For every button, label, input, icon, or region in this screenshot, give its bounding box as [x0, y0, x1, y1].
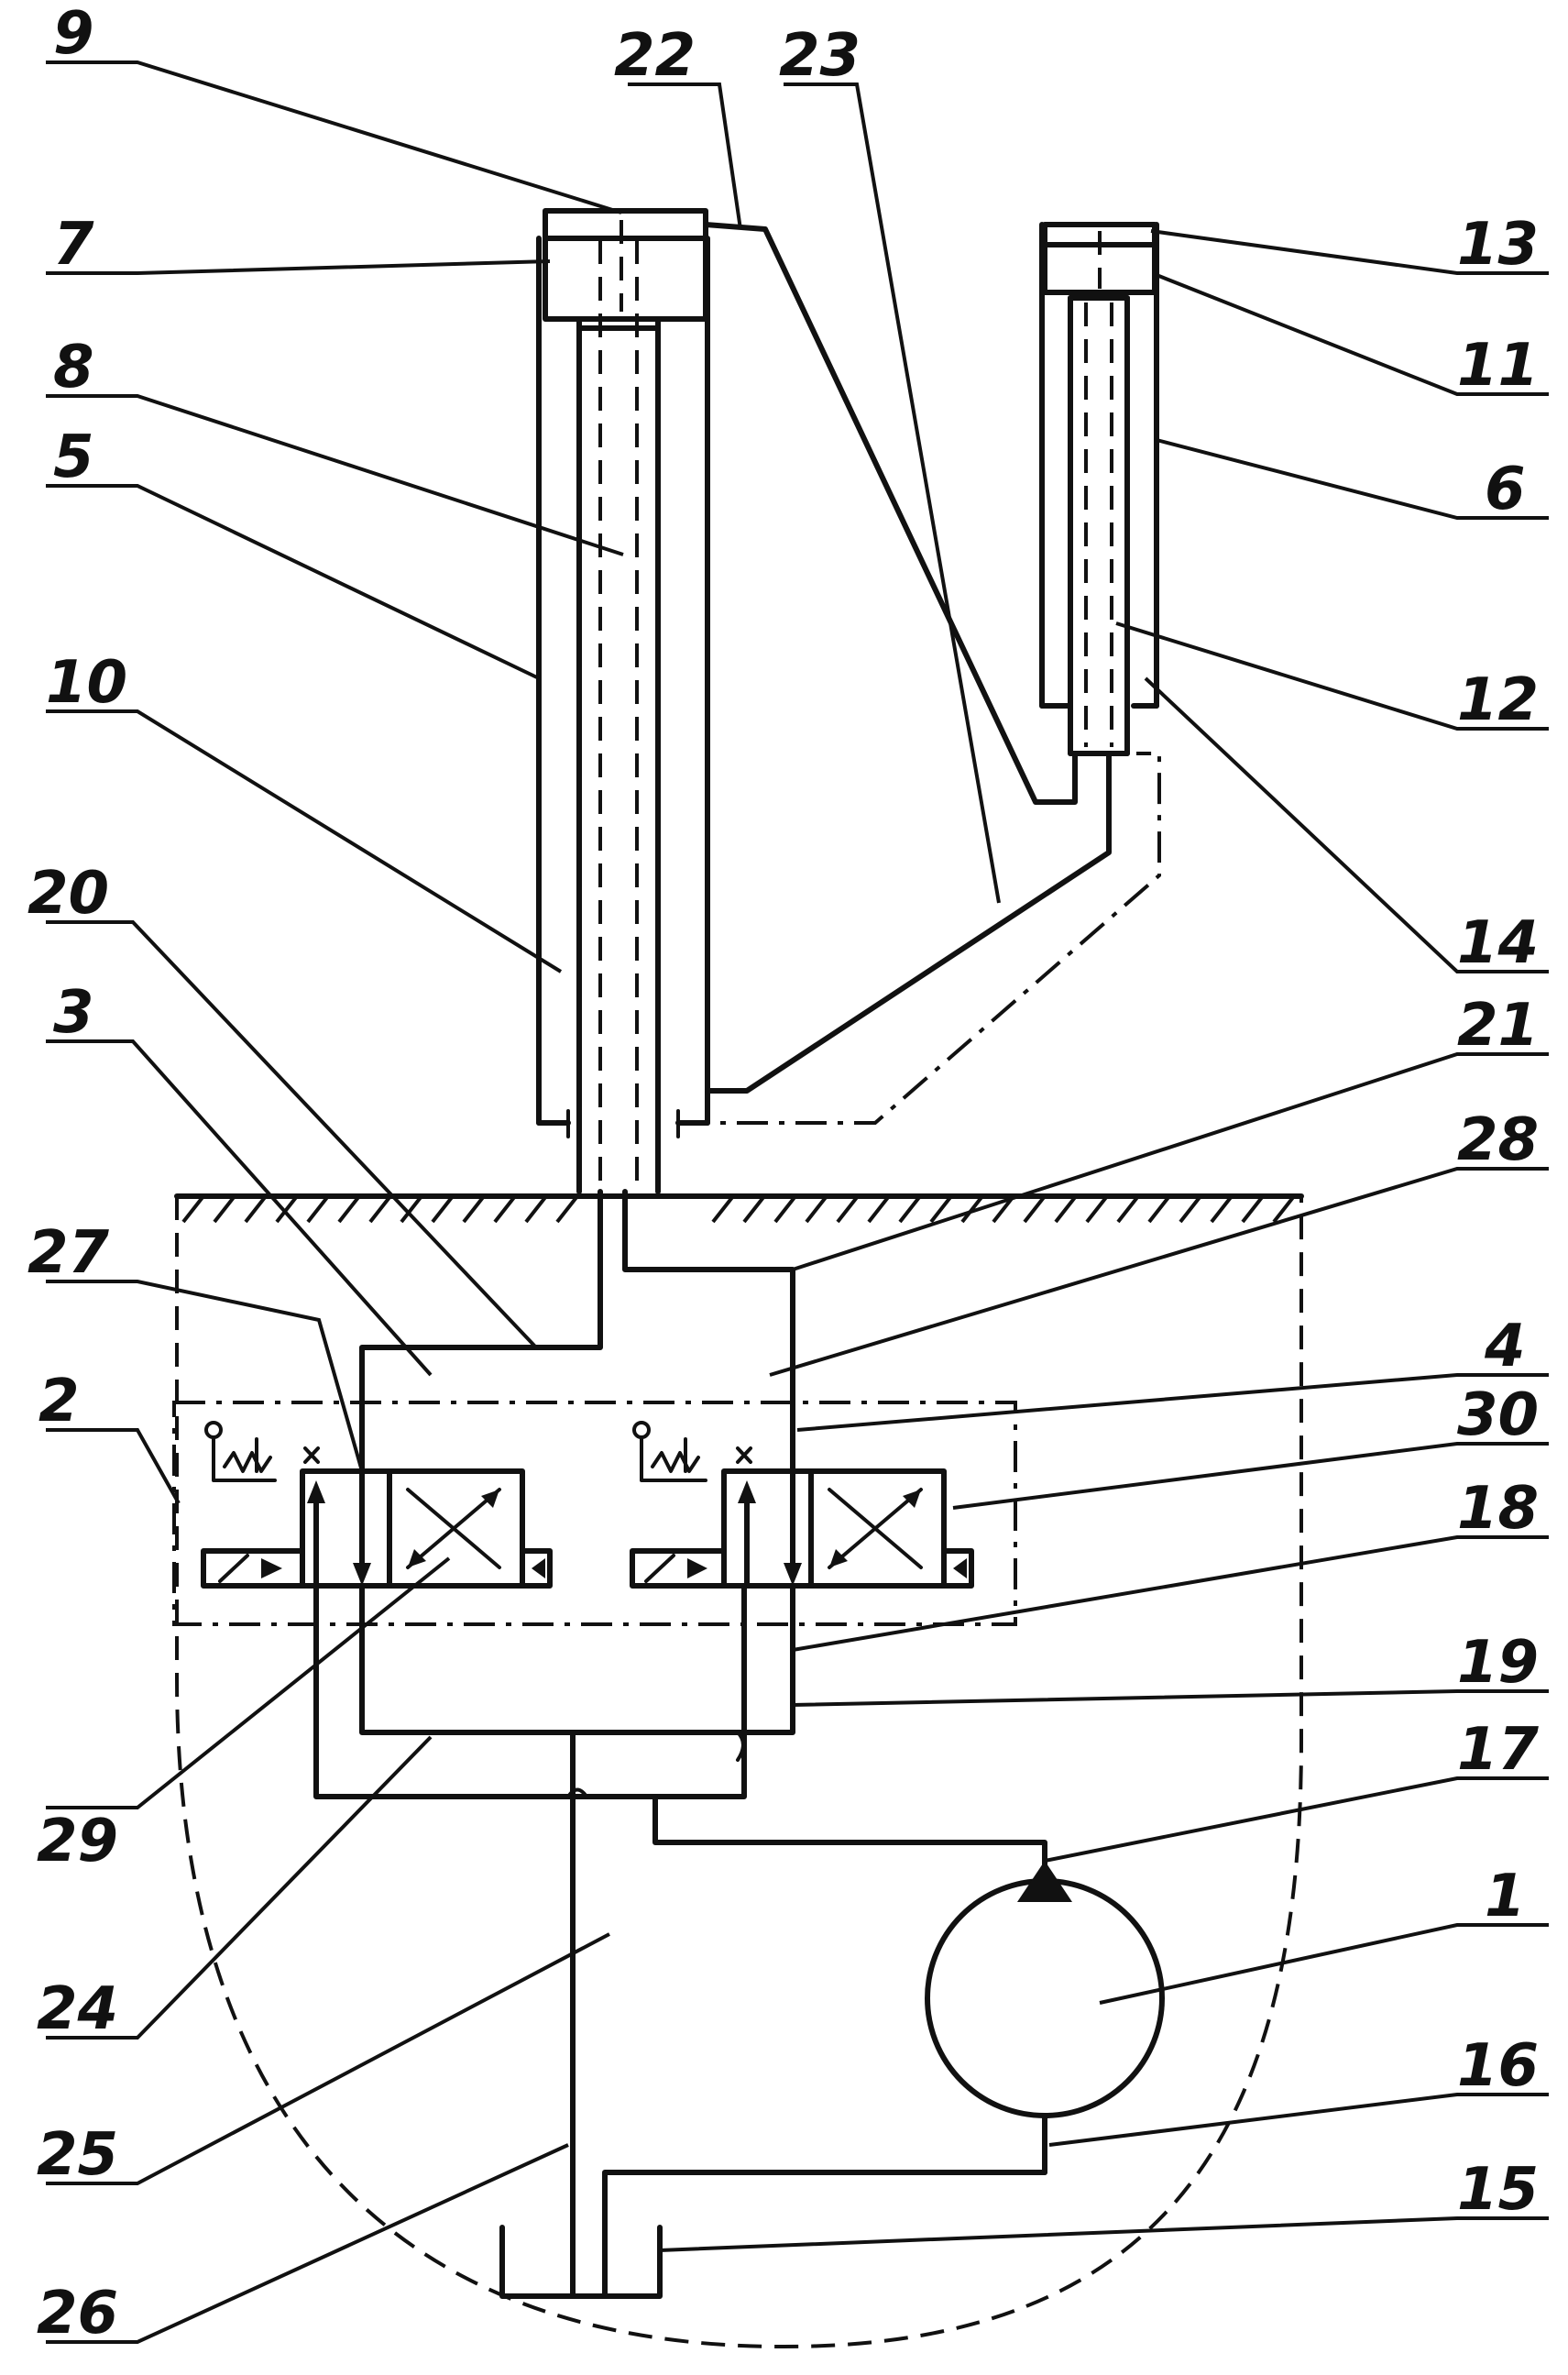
hatch-stroke [246, 1196, 266, 1222]
hatch-stroke [1118, 1196, 1138, 1222]
callout-11: 11 [1457, 332, 1539, 400]
callout-8: 8 [53, 334, 94, 401]
callout-18: 18 [1457, 1475, 1539, 1543]
hatch-stroke [1056, 1196, 1076, 1222]
callout-5: 5 [53, 423, 94, 491]
callout-22: 22 [614, 22, 696, 90]
callout-1: 1 [1485, 1863, 1526, 1930]
hatch-stroke [277, 1196, 297, 1222]
piping [316, 1192, 1162, 2296]
hatch-stroke [744, 1196, 764, 1222]
callout-labels: 9 7 8 5 10 20 3 27 2 29 24 25 26 22 23 1… [27, 0, 1540, 2348]
callout-9: 9 [53, 0, 94, 68]
hatch-stroke [526, 1196, 546, 1222]
hatch-stroke [183, 1196, 203, 1222]
callout-23: 23 [779, 22, 861, 90]
hatch-stroke [1243, 1196, 1263, 1222]
valve-right [632, 1423, 971, 1586]
hatch-stroke [1025, 1196, 1045, 1222]
callout-24: 24 [37, 1975, 118, 2043]
hatch-stroke [370, 1196, 390, 1222]
hatch-stroke [713, 1196, 733, 1222]
hatch-stroke [1180, 1196, 1201, 1222]
callout-27: 27 [27, 1219, 110, 1287]
auxiliary-cylinder [1042, 225, 1157, 753]
callout-29: 29 [37, 1808, 118, 1875]
callout-30: 30 [1457, 1381, 1539, 1449]
callout-6: 6 [1485, 456, 1526, 523]
hatch-stroke [308, 1196, 328, 1222]
callout-7: 7 [53, 211, 94, 279]
callout-21: 21 [1457, 992, 1539, 1060]
callout-17: 17 [1457, 1716, 1540, 1784]
callout-20: 20 [27, 860, 109, 928]
callout-2: 2 [38, 1368, 80, 1435]
callout-16: 16 [1457, 2032, 1539, 2100]
hatch-stroke [900, 1196, 920, 1222]
callout-3: 3 [53, 979, 94, 1047]
hatch-stroke [214, 1196, 235, 1222]
callout-10: 10 [46, 649, 127, 717]
ground-hatching [183, 1196, 1294, 1222]
hatch-stroke [433, 1196, 453, 1222]
callout-12: 12 [1457, 666, 1539, 734]
callout-19: 19 [1457, 1629, 1539, 1697]
hatch-stroke [775, 1196, 795, 1222]
hatch-stroke [869, 1196, 889, 1222]
hatch-stroke [806, 1196, 827, 1222]
hatch-stroke [557, 1196, 577, 1222]
hatch-stroke [838, 1196, 858, 1222]
callout-14: 14 [1457, 909, 1539, 977]
hatch-stroke [1149, 1196, 1169, 1222]
hatch-stroke [495, 1196, 515, 1222]
callout-26: 26 [37, 2280, 118, 2348]
hatch-stroke [1212, 1196, 1232, 1222]
leader-lines [46, 62, 1549, 2342]
main-cylinder [539, 211, 707, 1192]
hatch-stroke [1087, 1196, 1107, 1222]
hatch-stroke [464, 1196, 484, 1222]
hatch-stroke [339, 1196, 359, 1222]
callout-28: 28 [1457, 1106, 1539, 1174]
callout-25: 25 [37, 2121, 118, 2189]
valve-left [203, 1423, 550, 1586]
callout-4: 4 [1484, 1313, 1526, 1380]
callout-15: 15 [1457, 2156, 1539, 2224]
callout-13: 13 [1457, 211, 1539, 279]
